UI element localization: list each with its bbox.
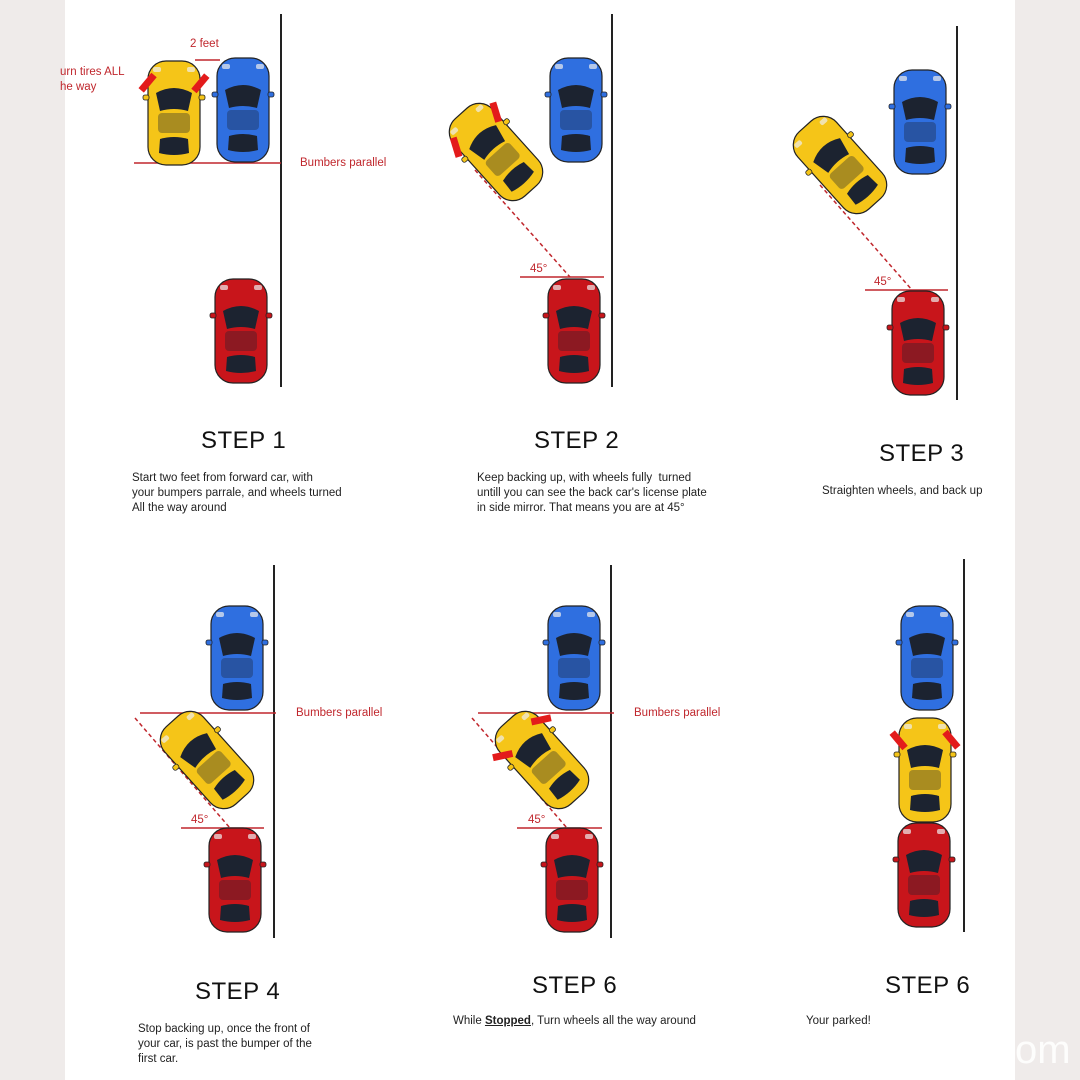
step-6-title: STEP 6 — [885, 972, 971, 999]
step-1-description: Start two feet from forward car, with yo… — [132, 472, 342, 514]
note-2-feet: 2 feet — [190, 38, 219, 50]
step-5-title: STEP 6 — [532, 972, 618, 999]
yellow-car — [889, 717, 961, 823]
tire-marker — [449, 136, 463, 158]
blue-car — [888, 69, 952, 175]
note-bumpers-parallel: Bumbers parallel — [300, 157, 387, 169]
red-car — [892, 822, 956, 928]
note-turn-tires: urn tires ALL he way — [60, 66, 125, 93]
step-5-description: While Stopped, Turn wheels all the way a… — [453, 1015, 696, 1027]
red-car — [542, 278, 606, 384]
red-car — [203, 827, 267, 933]
blue-car — [542, 605, 606, 711]
step-3-description: Straighten wheels, and back up — [822, 485, 983, 497]
note-angle: 45° — [191, 814, 209, 826]
note-angle: 45° — [530, 263, 548, 275]
tire-marker — [138, 72, 157, 93]
red-car — [886, 290, 950, 396]
note-bumpers-parallel: Bumbers parallel — [296, 707, 383, 719]
step-4-title: STEP 4 — [195, 978, 281, 1005]
tire-marker — [492, 750, 514, 762]
tire-marker — [191, 73, 210, 94]
yellow-car — [159, 710, 255, 810]
tire-marker — [489, 101, 502, 123]
angle-guide-dashed — [134, 717, 231, 829]
watermark: om — [1015, 1028, 1071, 1072]
step-6-description: Your parked! — [806, 1015, 871, 1027]
blue-car — [895, 605, 959, 711]
step-2-title: STEP 2 — [534, 427, 620, 454]
step-3-title: STEP 3 — [879, 440, 965, 467]
tire-marker — [942, 729, 961, 750]
red-car — [540, 827, 604, 933]
blue-car — [205, 605, 269, 711]
blue-car — [211, 57, 275, 163]
angle-guide-dashed — [819, 184, 913, 291]
note-angle: 45° — [528, 814, 546, 826]
blue-car — [544, 57, 608, 163]
yellow-car — [792, 115, 888, 215]
yellow-car — [492, 710, 590, 810]
yellow-car — [448, 101, 544, 202]
step-4-description: Stop backing up, once the front of your … — [138, 1023, 312, 1065]
yellow-car — [138, 60, 210, 166]
step-2-description: Keep backing up, with wheels fully turne… — [477, 472, 707, 514]
note-angle: 45° — [874, 276, 892, 288]
note-bumpers-parallel: Bumbers parallel — [634, 707, 721, 719]
tire-marker — [530, 714, 552, 726]
red-car — [209, 278, 273, 384]
angle-guide-dashed — [474, 169, 571, 278]
step-1-title: STEP 1 — [201, 427, 287, 454]
tire-marker — [889, 730, 908, 751]
